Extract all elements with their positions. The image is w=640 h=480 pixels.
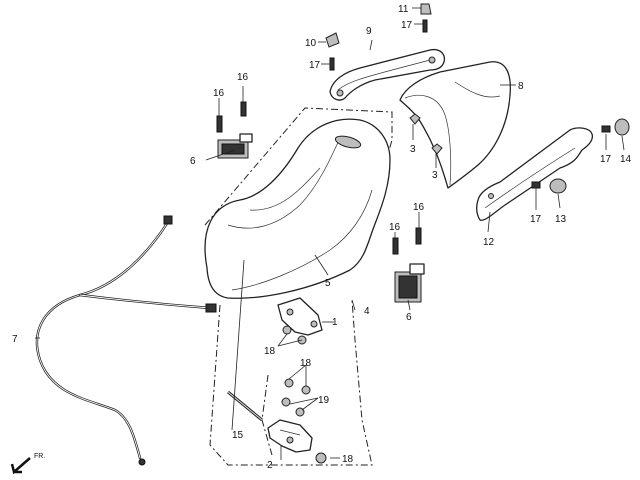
front-direction-arrow-icon: FR.: [10, 453, 45, 475]
grab-rail: [329, 48, 446, 101]
callout-8: 8: [518, 81, 524, 92]
nuts-and-collars: [281, 325, 327, 464]
callout-13: 13: [555, 214, 567, 225]
lock-rod: [227, 390, 263, 422]
seat: [204, 118, 391, 299]
callout-17-b: 17: [309, 60, 321, 71]
callout-labels: 1 2 3 3 4 5 6 6 7 8 9 10 11 12 13 14 15 …: [12, 4, 632, 471]
callout-18-b: 18: [300, 358, 312, 369]
seat-lock-bracket: [267, 419, 313, 453]
rubber-caps: [325, 3, 630, 194]
seat-catch-right: [394, 263, 425, 303]
callout-15: 15: [232, 430, 244, 441]
callout-2: 2: [267, 460, 273, 471]
leader-lines: [35, 7, 625, 460]
callout-17-c: 17: [600, 154, 612, 165]
callout-4: 4: [364, 306, 370, 317]
callout-14: 14: [620, 154, 632, 165]
callout-18-c: 18: [342, 454, 354, 465]
seat-catch-left: [217, 133, 253, 159]
callout-12: 12: [483, 237, 495, 248]
callout-19: 19: [318, 395, 330, 406]
callout-16-c: 16: [389, 222, 401, 233]
callout-10: 10: [305, 38, 317, 49]
callout-1: 1: [332, 317, 338, 328]
seat-release-cable: [35, 215, 217, 466]
callout-16-d: 16: [413, 202, 425, 213]
assembly-boundary-lower: [209, 299, 373, 466]
callout-17-a: 17: [401, 20, 413, 31]
seat-hinge: [277, 297, 323, 336]
callout-16-b: 16: [237, 72, 249, 83]
callout-5: 5: [325, 278, 331, 289]
callout-18-a: 18: [264, 346, 276, 357]
callout-7: 7: [12, 334, 18, 345]
callout-9: 9: [366, 26, 372, 37]
callout-3-lower: 3: [432, 170, 438, 181]
rear-cowl: [399, 61, 511, 189]
callout-3-upper: 3: [410, 144, 416, 155]
side-garnish: [476, 127, 594, 221]
callout-11: 11: [398, 4, 409, 15]
callout-6-right: 6: [406, 312, 412, 323]
bolts: [216, 19, 611, 255]
assembly-boundary-inner: [261, 374, 273, 456]
direction-label: FR.: [34, 453, 45, 460]
callout-17-d: 17: [530, 214, 542, 225]
callout-16-a: 16: [213, 88, 225, 99]
callout-6-left: 6: [190, 156, 196, 167]
